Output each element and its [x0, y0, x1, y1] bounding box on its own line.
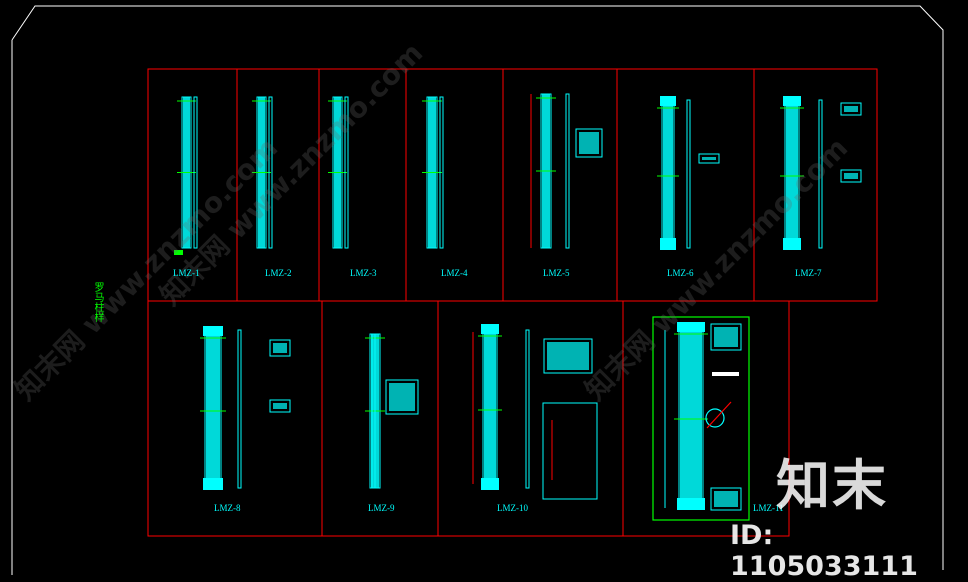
lmz-2-side — [268, 96, 273, 249]
lmz-10-profile-box — [542, 402, 598, 500]
lmz-1-side — [193, 96, 198, 249]
lmz-11-base — [677, 498, 705, 510]
lmz-5-detail-box — [575, 128, 603, 158]
lmz-6-capital — [660, 96, 676, 106]
lmz-8b-detail-fill — [273, 403, 287, 409]
column-drawings — [174, 93, 862, 511]
red-frame-grid — [147, 68, 878, 537]
lmz-6-detail-box — [698, 153, 720, 164]
lmz-8-detail-fill — [273, 343, 287, 353]
lmz-7-capital — [783, 96, 801, 106]
lmz-11-section-arrow — [706, 401, 732, 429]
lmz-10-base — [481, 478, 499, 490]
lmz-8-side — [237, 329, 242, 489]
label-lmz-2: LMZ-2 — [265, 268, 292, 278]
label-lmz-9: LMZ-9 — [368, 503, 395, 513]
lmz-4-side — [439, 96, 444, 249]
label-lmz-6: LMZ-6 — [667, 268, 694, 278]
label-lmz-10: LMZ-10 — [497, 503, 528, 513]
lmz-10-capital — [481, 324, 499, 334]
label-lmz-4: LMZ-4 — [441, 268, 468, 278]
lmz-1-marker — [174, 250, 183, 255]
label-lmz-8: LMZ-8 — [214, 503, 241, 513]
side-title: 罗马柱样 — [92, 282, 103, 322]
lmz-11-detail-fill — [714, 327, 738, 347]
lmz-7b-detail-box — [840, 169, 862, 183]
lmz-11b-detail-box — [710, 487, 742, 511]
label-lmz-7: LMZ-7 — [795, 268, 822, 278]
lmz-11-detail-box — [710, 323, 742, 351]
lmz-7-detail-fill — [844, 106, 858, 112]
lmz-7-side — [818, 99, 823, 249]
brand-logo-text: 知末 — [776, 454, 888, 517]
lmz-9-side — [371, 333, 376, 489]
label-lmz-1: LMZ-1 — [173, 268, 200, 278]
image-id: ID: 1105033111 — [730, 520, 918, 582]
lmz-8-detail-box — [269, 339, 291, 357]
lmz-10-side — [525, 329, 530, 489]
lmz-6-detail-fill — [702, 157, 716, 160]
lmz-11-highlight-frame — [652, 316, 750, 521]
lmz-9-detail-box — [385, 379, 419, 415]
drawing-border — [11, 5, 944, 570]
lmz-9-detail-fill — [389, 383, 415, 411]
lmz-7-detail-box — [840, 102, 862, 116]
lmz-11-capital — [677, 322, 705, 332]
label-lmz-11: LMZ-11 — [753, 503, 784, 513]
lmz-6-base — [660, 238, 676, 250]
lmz-5-detail-fill — [579, 132, 599, 154]
lmz-10-detail-fill — [547, 342, 589, 370]
label-lmz-3: LMZ-3 — [350, 268, 377, 278]
label-lmz-5: LMZ-5 — [543, 268, 570, 278]
lmz-7b-detail-fill — [844, 173, 858, 179]
lmz-11b-detail-fill — [714, 491, 738, 507]
lmz-7-base — [783, 238, 801, 250]
lmz-11-white-bar — [712, 372, 739, 376]
lmz-10-detail-box — [543, 338, 593, 374]
lmz-6-side — [686, 99, 691, 249]
lmz-3-side — [344, 96, 349, 249]
lmz-11-section-circle — [705, 408, 725, 428]
lmz-5-side — [565, 93, 570, 249]
lmz-8-base — [203, 478, 223, 490]
lmz-8b-detail-box — [269, 399, 291, 413]
lmz-8-capital — [203, 326, 223, 336]
